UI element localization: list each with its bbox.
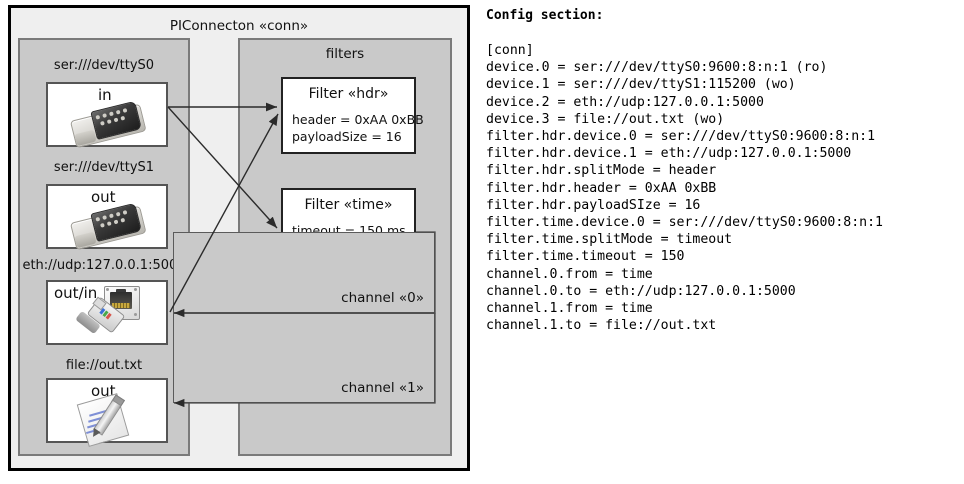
- channel-0-label: channel «0»: [341, 290, 424, 306]
- filter-time-title: Filter «time»: [304, 197, 393, 213]
- device-box-file[interactable]: out: [46, 378, 168, 447]
- serial-port-icon: [69, 202, 147, 252]
- device-io-eth: out/in: [54, 284, 98, 302]
- diagram-panel: PIConnecton «conn» filters ser:///dev/tt…: [0, 0, 478, 484]
- device-label-eth: eth://udp:127.0.0.1:5000: [22, 258, 186, 273]
- filter-hdr-title: Filter «hdr»: [308, 86, 389, 102]
- ethernet-port-icon: [74, 286, 152, 338]
- filter-hdr-attributes: header = 0xAA 0xBB payloadSize = 16: [292, 112, 424, 144]
- filters-panel-title: filters: [325, 46, 365, 62]
- filter-box-hdr[interactable]: Filter «hdr» header = 0xAA 0xBB payloadS…: [281, 77, 424, 154]
- device-label-ttys0: ser:///dev/ttyS0: [53, 58, 155, 73]
- serial-port-icon: [69, 100, 147, 150]
- device-box-ttys0[interactable]: in: [46, 82, 168, 150]
- piconnecton-title: PIConnecton «conn»: [169, 18, 309, 34]
- device-io-ttys0: in: [98, 86, 112, 104]
- channel-box-0[interactable]: channel «0»: [173, 232, 435, 313]
- config-panel: Config section: [conn] device.0 = ser://…: [482, 0, 964, 484]
- config-section-text: [conn] device.0 = ser:///dev/ttyS0:9600:…: [486, 43, 883, 334]
- device-box-eth[interactable]: out/in: [46, 280, 168, 345]
- text-file-icon: [76, 393, 142, 447]
- device-io-ttys1: out: [91, 188, 116, 206]
- device-label-ttys1: ser:///dev/ttyS1: [53, 160, 155, 175]
- device-box-ttys1[interactable]: out: [46, 184, 168, 252]
- device-label-file: file://out.txt: [65, 358, 143, 373]
- channel-1-label: channel «1»: [341, 380, 424, 396]
- config-section-heading: Config section:: [486, 8, 604, 23]
- channel-box-1[interactable]: channel «1»: [173, 313, 435, 403]
